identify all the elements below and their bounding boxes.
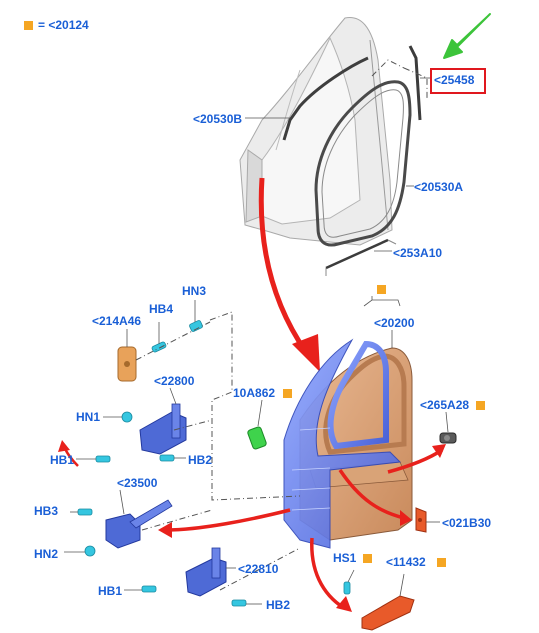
label-hb1-top[interactable]: HB1 <box>50 453 75 467</box>
label-hb4[interactable]: HB4 <box>149 302 174 316</box>
moulding-11432 <box>361 595 415 631</box>
fastener-hb1-bottom <box>141 585 157 593</box>
label-11432[interactable]: <11432 <box>386 555 426 569</box>
label-021B30[interactable]: <021B30 <box>442 516 492 530</box>
fastener-hb2-top <box>159 454 175 462</box>
marker-11432 <box>437 558 446 567</box>
label-25458[interactable]: <25458 <box>434 73 475 87</box>
label-20530B[interactable]: <20530B <box>193 112 243 126</box>
red-arrow-moulding <box>310 537 345 610</box>
guide-lines-upper <box>371 59 428 100</box>
hinge-lower-22810 <box>185 547 227 597</box>
label-20200[interactable]: <20200 <box>374 316 415 330</box>
label-hb3[interactable]: HB3 <box>34 504 59 518</box>
marker-hs1 <box>363 554 372 563</box>
label-22810[interactable]: <22810 <box>238 562 279 576</box>
label-214A46[interactable]: <214A46 <box>92 314 142 328</box>
fastener-hn2 <box>84 545 96 557</box>
fastener-hb2-bottom <box>231 599 247 607</box>
bracket-20200 <box>363 299 401 307</box>
legend-marker <box>24 21 33 30</box>
weatherstrip-20530A <box>314 80 412 247</box>
marker-265A28 <box>476 401 485 410</box>
door-check-23500 <box>105 499 173 549</box>
fastener-hb1-top <box>95 455 111 463</box>
leaders-upper <box>245 77 430 252</box>
label-hn3[interactable]: HN3 <box>182 284 207 298</box>
seal-25458 <box>408 45 422 121</box>
part-265A28 <box>439 432 457 444</box>
hinge-upper-22800 <box>139 403 187 455</box>
part-021B30 <box>415 507 427 533</box>
red-arrow-latch <box>338 469 405 520</box>
fastener-hn1 <box>121 411 133 423</box>
label-hn2[interactable]: HN2 <box>34 547 59 561</box>
label-22800[interactable]: <22800 <box>154 374 195 388</box>
fastener-hb3 <box>77 508 93 516</box>
leaders-lower <box>64 300 449 605</box>
highlight-box-25458 <box>430 68 486 94</box>
label-hb2-top[interactable]: HB2 <box>188 453 213 467</box>
part-10A862 <box>247 426 267 450</box>
red-arrow-main <box>258 177 309 354</box>
sill-strip-253A10 <box>325 238 389 270</box>
fastener-hn3 <box>189 320 203 332</box>
label-23500[interactable]: <23500 <box>117 476 158 490</box>
label-hb2-bottom[interactable]: HB2 <box>266 598 291 612</box>
door-assembly <box>283 338 413 549</box>
part-214A46 <box>117 346 137 382</box>
weatherstrip-20530B <box>282 56 369 141</box>
fastener-hs1 <box>343 581 351 595</box>
marker-20200 <box>377 285 386 294</box>
legend-text: = <20124 <box>38 18 89 32</box>
label-hs1[interactable]: HS1 <box>333 551 357 565</box>
label-265A28[interactable]: <265A28 <box>420 398 470 412</box>
label-hb1-bottom[interactable]: HB1 <box>98 584 123 598</box>
marker-10A862 <box>283 389 292 398</box>
label-20530A[interactable]: <20530A <box>414 180 464 194</box>
label-hn1[interactable]: HN1 <box>76 410 101 424</box>
label-253A10[interactable]: <253A10 <box>393 246 443 260</box>
green-pointer-arrow <box>443 13 491 59</box>
body-side-panel <box>239 17 393 246</box>
guide-lines-lower <box>135 311 301 591</box>
red-arrow-check <box>165 508 291 532</box>
label-10A862[interactable]: 10A862 <box>233 386 276 400</box>
